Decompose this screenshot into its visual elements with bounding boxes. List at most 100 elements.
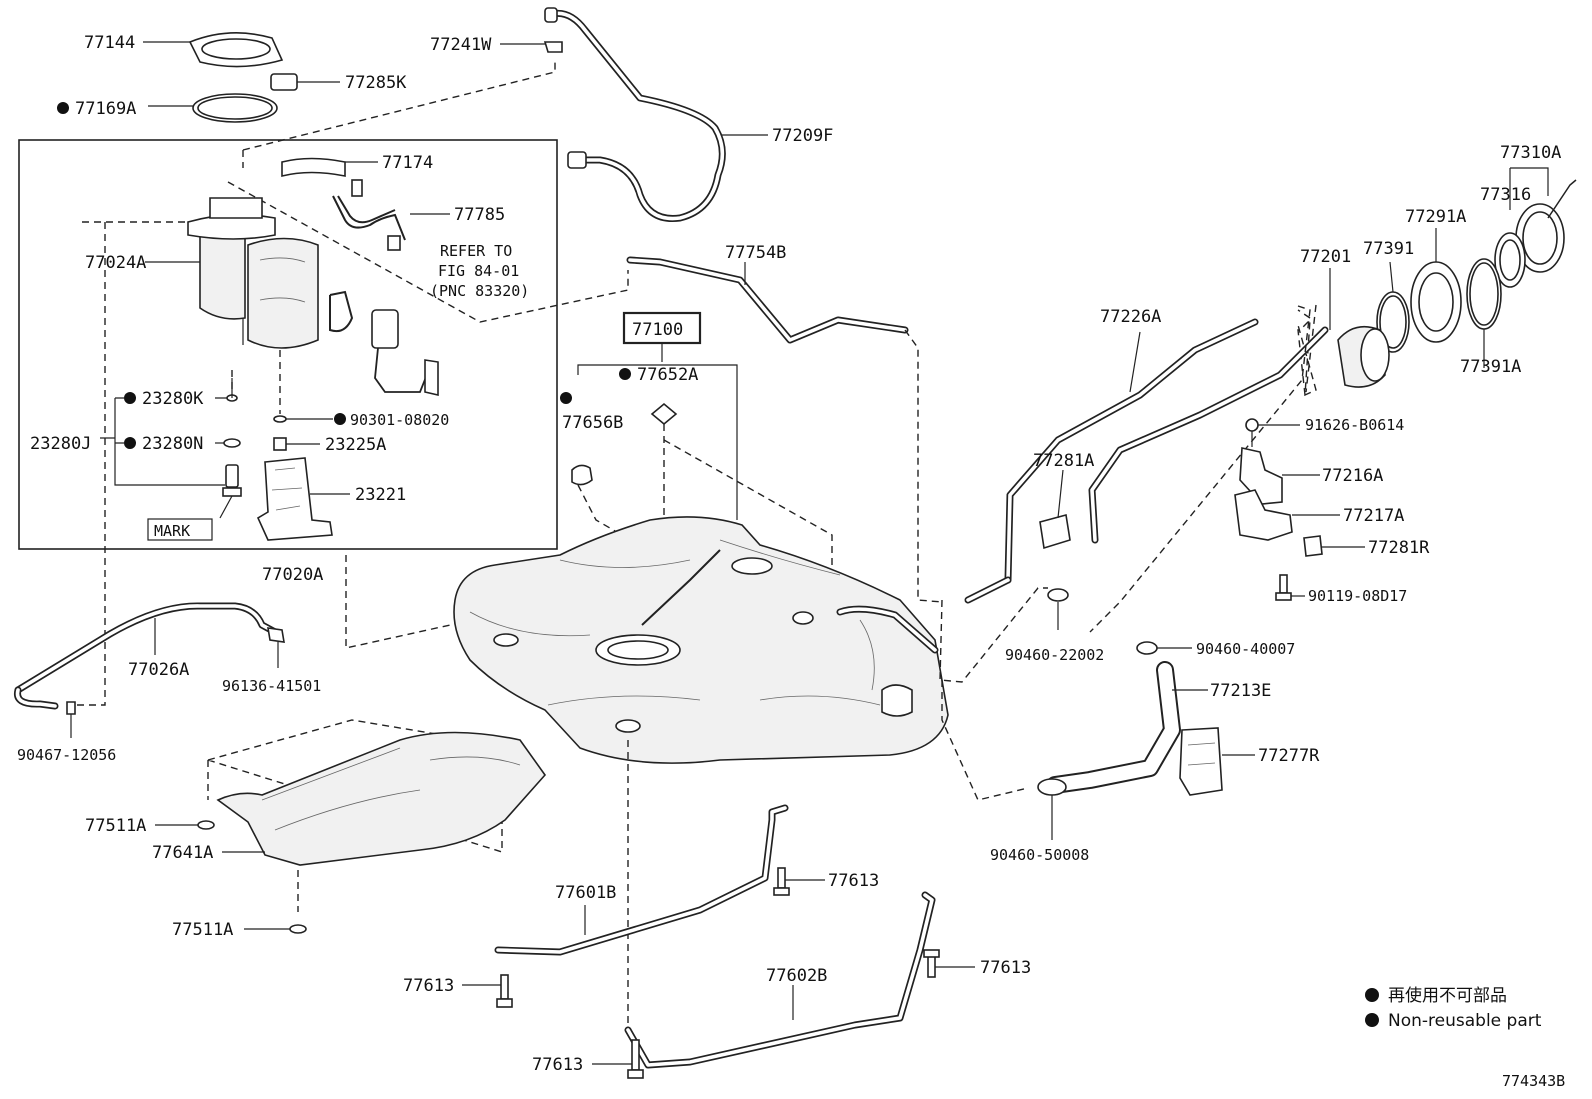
label-90460-50008: 90460-50008 bbox=[990, 846, 1089, 864]
pump-module-77024A bbox=[145, 197, 319, 349]
label-77601B: 77601B bbox=[555, 883, 616, 903]
mark-tag bbox=[147, 518, 213, 541]
refer-text-line1: REFER TO bbox=[440, 242, 512, 260]
clamp-77281R bbox=[1303, 535, 1365, 557]
fuel-pump-23221 bbox=[256, 457, 350, 541]
ref-line-77241W bbox=[242, 58, 556, 168]
label-90119-08D17: 90119-08D17 bbox=[1308, 587, 1407, 605]
lock-ring-77144 bbox=[143, 32, 284, 68]
ref-line-filler bbox=[939, 305, 1311, 683]
bracket-77217A bbox=[1234, 489, 1340, 541]
band-77601B bbox=[494, 804, 789, 956]
label-23225A: 23225A bbox=[325, 435, 386, 455]
label-77391: 77391 bbox=[1363, 239, 1414, 259]
gasket-77391A bbox=[1466, 258, 1502, 368]
bolt-77613-right bbox=[923, 949, 975, 978]
filler-pipe-77201 bbox=[1329, 268, 1390, 388]
label-77201: 77201 bbox=[1300, 247, 1351, 267]
filter-23280K bbox=[124, 370, 238, 404]
label-77144: 77144 bbox=[84, 33, 135, 53]
label-23280N: 23280N bbox=[142, 434, 203, 454]
clamp-90460-22002 bbox=[1047, 588, 1069, 630]
tube-77754B bbox=[626, 256, 943, 603]
nonreusable-dot-77169A bbox=[57, 102, 69, 114]
label-77209F: 77209F bbox=[772, 126, 833, 146]
bolt-77613-left bbox=[462, 974, 513, 1008]
label-77652A: 77652A bbox=[637, 365, 698, 385]
fuel-sender-gauge bbox=[329, 290, 439, 397]
label-77174: 77174 bbox=[382, 153, 433, 173]
label-77281R: 77281R bbox=[1368, 538, 1430, 558]
gasket-77169A bbox=[148, 93, 278, 123]
label-77026A: 77026A bbox=[128, 660, 189, 680]
label-77285K: 77285K bbox=[345, 73, 407, 93]
clamp-77174 bbox=[281, 157, 378, 178]
protector-77277R bbox=[1179, 727, 1255, 796]
label-90301-08020: 90301-08020 bbox=[350, 411, 449, 429]
refer-text-line3: (PNC 83320) bbox=[430, 282, 529, 300]
protector-77641A bbox=[207, 719, 547, 912]
part-77285K bbox=[270, 73, 340, 91]
label-90467-12056: 90467-12056 bbox=[17, 746, 116, 764]
label-77169A: 77169A bbox=[75, 99, 136, 119]
fuel-cap-77310A bbox=[1509, 167, 1577, 273]
label-77511A-bottom: 77511A bbox=[172, 920, 233, 940]
label-77277R: 77277R bbox=[1258, 746, 1320, 766]
part-23280N bbox=[124, 437, 241, 449]
legend-dot-jp bbox=[1365, 988, 1379, 1002]
label-77656B: 77656B bbox=[562, 413, 623, 433]
label-77613-right: 77613 bbox=[980, 958, 1031, 978]
label-77511A-top: 77511A bbox=[85, 816, 146, 836]
pump-assembly-frame bbox=[18, 139, 558, 550]
label-77020A: 77020A bbox=[262, 565, 323, 585]
part-23225A bbox=[273, 437, 320, 451]
bracket-23280J bbox=[100, 397, 225, 486]
label-77226A: 77226A bbox=[1100, 307, 1161, 327]
bolt-77613-mid bbox=[773, 867, 825, 896]
label-77641A: 77641A bbox=[152, 843, 213, 863]
legend: 再使用不可部品 Non-reusable part bbox=[1365, 985, 1542, 1031]
hose-77209F bbox=[544, 7, 768, 223]
housing-77291A bbox=[1410, 228, 1462, 343]
o-ring-90301-08020 bbox=[273, 350, 346, 425]
hose-77026A bbox=[14, 602, 279, 710]
label-77602B: 77602B bbox=[766, 966, 827, 986]
breather-77226A bbox=[964, 318, 1329, 604]
clip-77241W bbox=[500, 41, 563, 53]
ref-line-pump-tank bbox=[227, 181, 629, 323]
fuel-tank-77100 bbox=[453, 311, 1029, 1025]
clip-96136-41501 bbox=[267, 627, 285, 668]
label-90460-40007: 90460-40007 bbox=[1196, 640, 1295, 658]
ring-77316 bbox=[1494, 232, 1526, 288]
label-77754B: 77754B bbox=[725, 243, 786, 263]
label-90460-22002: 90460-22002 bbox=[1005, 646, 1104, 664]
label-mark: MARK bbox=[154, 522, 190, 540]
refer-text-line2: FIG 84-01 bbox=[438, 262, 519, 280]
label-23221: 23221 bbox=[355, 485, 406, 505]
pressure-regulator bbox=[219, 464, 242, 519]
label-77217A: 77217A bbox=[1343, 506, 1404, 526]
bolt-91626-B0614 bbox=[1245, 418, 1300, 447]
clip-90467-12056 bbox=[66, 701, 76, 738]
label-77613-bottom: 77613 bbox=[532, 1055, 583, 1075]
clamp-77281A bbox=[1039, 469, 1071, 550]
ref-line-77201 bbox=[1297, 304, 1317, 397]
label-77024A: 77024A bbox=[85, 253, 146, 273]
label-77281A: 77281A bbox=[1033, 451, 1094, 471]
ref-line-23280J bbox=[75, 221, 185, 706]
legend-text-en: Non-reusable part bbox=[1388, 1011, 1542, 1031]
label-77100: 77100 bbox=[632, 320, 683, 340]
label-77391A: 77391A bbox=[1460, 357, 1521, 377]
bracket-77216A bbox=[1239, 447, 1320, 505]
washer-77511A-bottom bbox=[244, 924, 307, 934]
wire-77785 bbox=[332, 179, 450, 251]
label-77310A: 77310A bbox=[1500, 143, 1561, 163]
bolt-90119-08D17 bbox=[1275, 574, 1305, 601]
hose-77213E bbox=[1046, 661, 1208, 794]
label-23280K: 23280K bbox=[142, 389, 204, 409]
band-77602B bbox=[624, 891, 936, 1069]
label-77213E: 77213E bbox=[1210, 681, 1271, 701]
label-77613-left: 77613 bbox=[403, 976, 454, 996]
figure-id: 774343B bbox=[1502, 1072, 1565, 1090]
